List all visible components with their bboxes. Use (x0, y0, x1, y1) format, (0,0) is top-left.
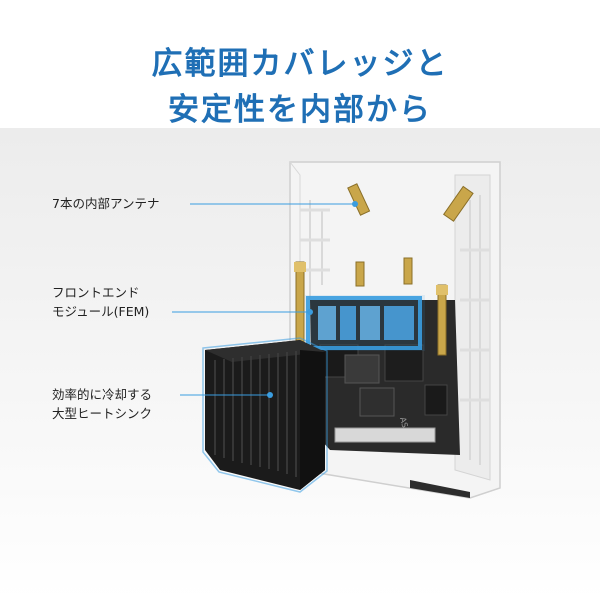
circuit-board: ASUS (310, 300, 460, 455)
headline-line-2: 安定性を内部から (168, 92, 432, 128)
callout-fem-line-1: フロントエンド (52, 285, 140, 300)
fem-shields (305, 295, 425, 351)
callout-fem-line-2: モジュール(FEM) (52, 304, 150, 319)
heatsink (202, 337, 328, 493)
internal-antennas (294, 183, 474, 356)
callout-heatsink-line-2: 大型ヒートシンク (52, 406, 153, 421)
headline-line-1: 広範囲カバレッジと (151, 46, 449, 82)
callout-antennas: 7本の内部アンテナ (52, 196, 160, 211)
callout-heatsink-line-1: 効率的に冷却する (52, 387, 153, 402)
callout-leaders (172, 203, 355, 396)
callout-dots (267, 201, 358, 398)
